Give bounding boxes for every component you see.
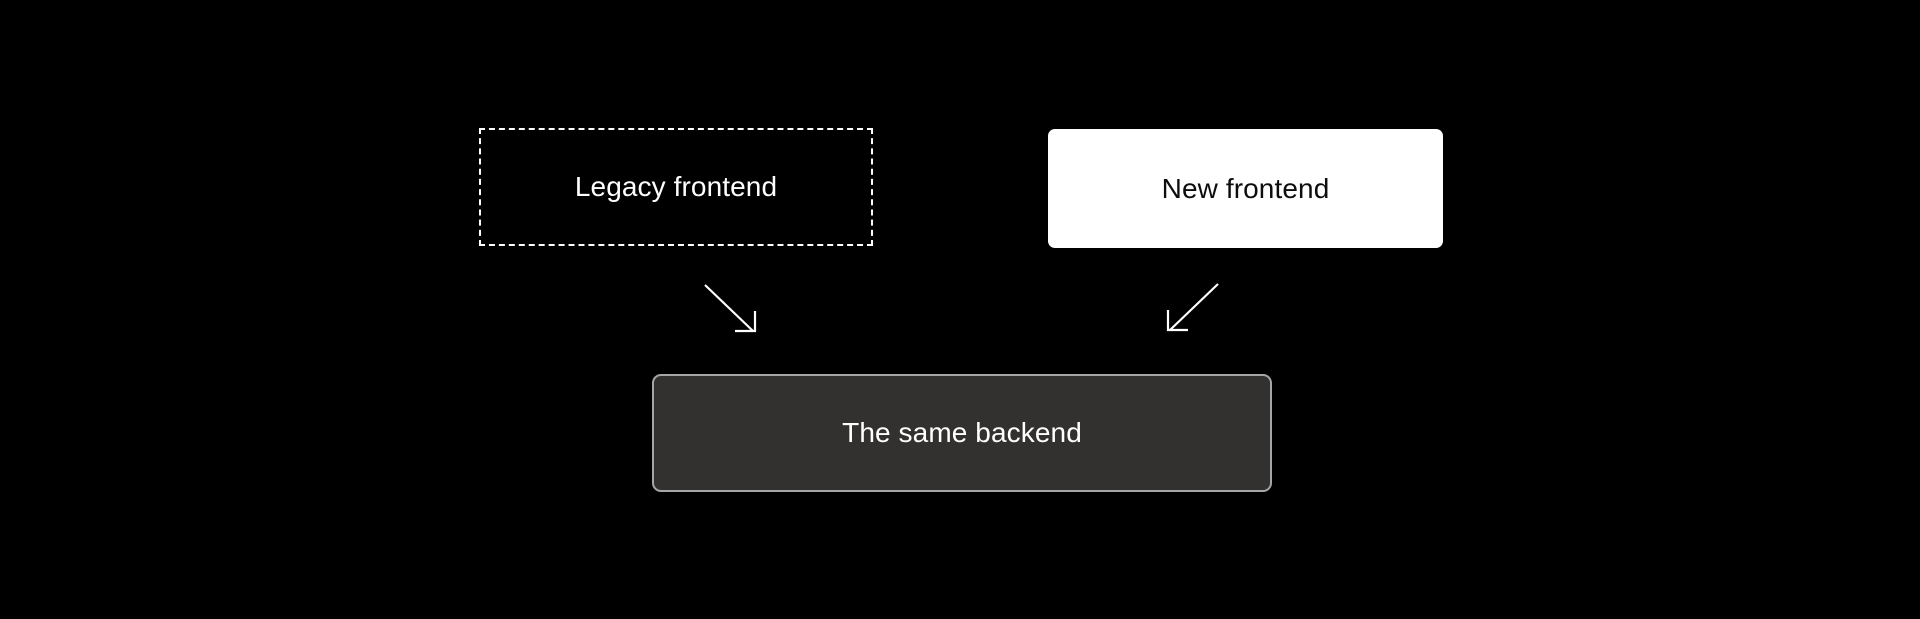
edge-new-to-backend — [1166, 283, 1219, 332]
node-same-backend-label: The same backend — [842, 417, 1082, 449]
node-new-frontend-label: New frontend — [1161, 172, 1330, 204]
node-legacy-frontend-label: Legacy frontend — [574, 171, 778, 203]
node-same-backend[interactable]: The same backend — [652, 374, 1272, 492]
node-new-frontend[interactable]: New frontend — [1048, 129, 1443, 248]
node-legacy-frontend[interactable]: Legacy frontend — [479, 128, 873, 246]
edge-legacy-to-backend — [704, 284, 757, 333]
